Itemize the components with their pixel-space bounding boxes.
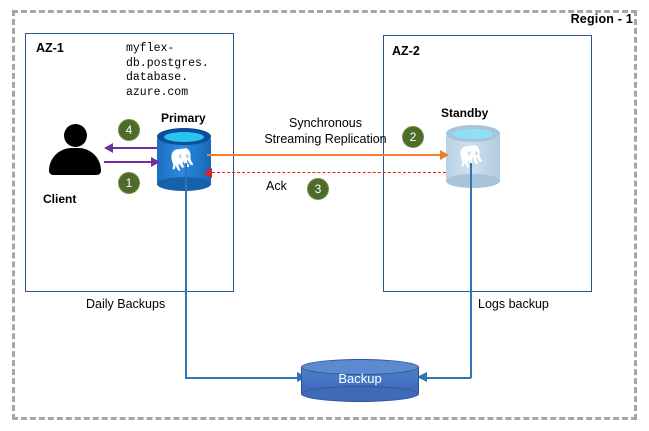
availability-zone-1-box [25,33,234,292]
logs-backup-line-horizontal [427,377,471,379]
ack-arrow-head [203,168,212,178]
client-user-icon [47,124,103,180]
daily-backup-line-vertical [185,163,187,378]
replication-label-line1: Synchronous [289,116,362,130]
logs-backup-line-vertical [470,163,472,378]
standby-db-label: Standby [441,106,489,120]
availability-zone-1-label: AZ-1 [36,41,64,55]
logs-backup-label: Logs backup [478,297,549,311]
response-arrow-line [113,147,157,150]
backup-cylinder-bottom [301,386,419,402]
cylinder-bottom [446,174,500,188]
logs-backup-arrow-head [417,372,427,382]
replication-arrow-head [440,150,449,160]
user-body-icon [49,148,101,175]
backup-store-icon: Backup [301,359,419,402]
availability-zone-2-label: AZ-2 [392,44,420,58]
postgres-elephant-icon [171,148,193,171]
primary-database-icon [157,128,211,191]
region-label: Region - 1 [570,12,633,26]
region-boundary [12,10,637,420]
daily-backups-label: Daily Backups [86,297,166,311]
replication-label-line2: Streaming Replication [264,132,387,146]
cylinder-inner-ring [164,132,204,142]
availability-zone-2-box [383,35,592,292]
primary-db-label: Primary [161,111,206,125]
step-badge-3: 3 [307,178,329,200]
user-head-icon [64,124,87,147]
replication-arrow-line [207,154,440,156]
step-badge-1: 1 [118,172,140,194]
backup-label: Backup [338,371,382,386]
postgres-elephant-icon [460,145,482,168]
standby-database-icon [446,125,500,188]
step-badge-4: 4 [118,119,140,141]
server-hostname-label: myflex- db.postgres. database. azure.com [126,42,209,99]
ack-label: Ack [266,179,287,193]
request-arrow-head [151,157,160,167]
step-badge-2: 2 [402,126,424,148]
client-label: Client [43,192,77,206]
request-arrow-line [104,161,151,164]
cylinder-bottom [157,177,211,191]
response-arrow-head [104,143,113,153]
daily-backup-line-horizontal [185,377,303,379]
replication-label: Synchronous Streaming Replication [243,115,408,147]
cylinder-inner-ring [453,129,493,139]
ack-arrow-line [212,172,446,173]
backup-cylinder-top [301,359,419,375]
